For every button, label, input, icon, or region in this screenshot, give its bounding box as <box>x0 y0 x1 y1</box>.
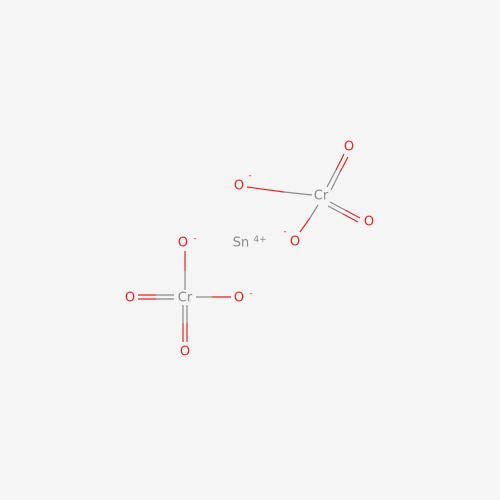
charge-minus-bottom: - <box>283 227 286 237</box>
charge-minus-right: - <box>249 289 252 299</box>
oxygen-atom-bottom: O <box>180 345 190 360</box>
charge-minus-top: - <box>193 234 196 244</box>
bond-cr1-o-left <box>246 186 313 196</box>
chromium-atom-1: Cr <box>314 189 329 204</box>
bond-cr1-o-right <box>327 201 361 223</box>
charge-tin: 4+ <box>253 235 266 245</box>
bond-cr1-o-bottom <box>299 204 319 233</box>
charge-minus-left: - <box>248 171 251 181</box>
bond-cr2-o-bottom <box>182 305 188 342</box>
oxygen-atom-top: O <box>344 140 354 155</box>
tin-atom: Sn <box>233 236 250 251</box>
oxygen-atom-left-charged: O <box>234 179 244 194</box>
oxygen-atom-right-charged: O <box>234 291 244 306</box>
chromate-group-2: Cr O - O - O O <box>125 234 253 360</box>
oxygen-atom-top-charged: O <box>178 236 188 251</box>
bond-cr2-o-left <box>138 294 174 300</box>
chromium-atom-2: Cr <box>178 291 193 306</box>
oxygen-atom-left: O <box>125 291 135 306</box>
bond-cr1-o-top <box>326 153 349 191</box>
chromate-group-1: Cr O O O - O - <box>234 140 374 250</box>
oxygen-atom-right: O <box>364 215 374 230</box>
tin-ion-group: Sn 4+ <box>233 235 267 251</box>
oxygen-atom-bottom-charged: O <box>290 235 300 250</box>
